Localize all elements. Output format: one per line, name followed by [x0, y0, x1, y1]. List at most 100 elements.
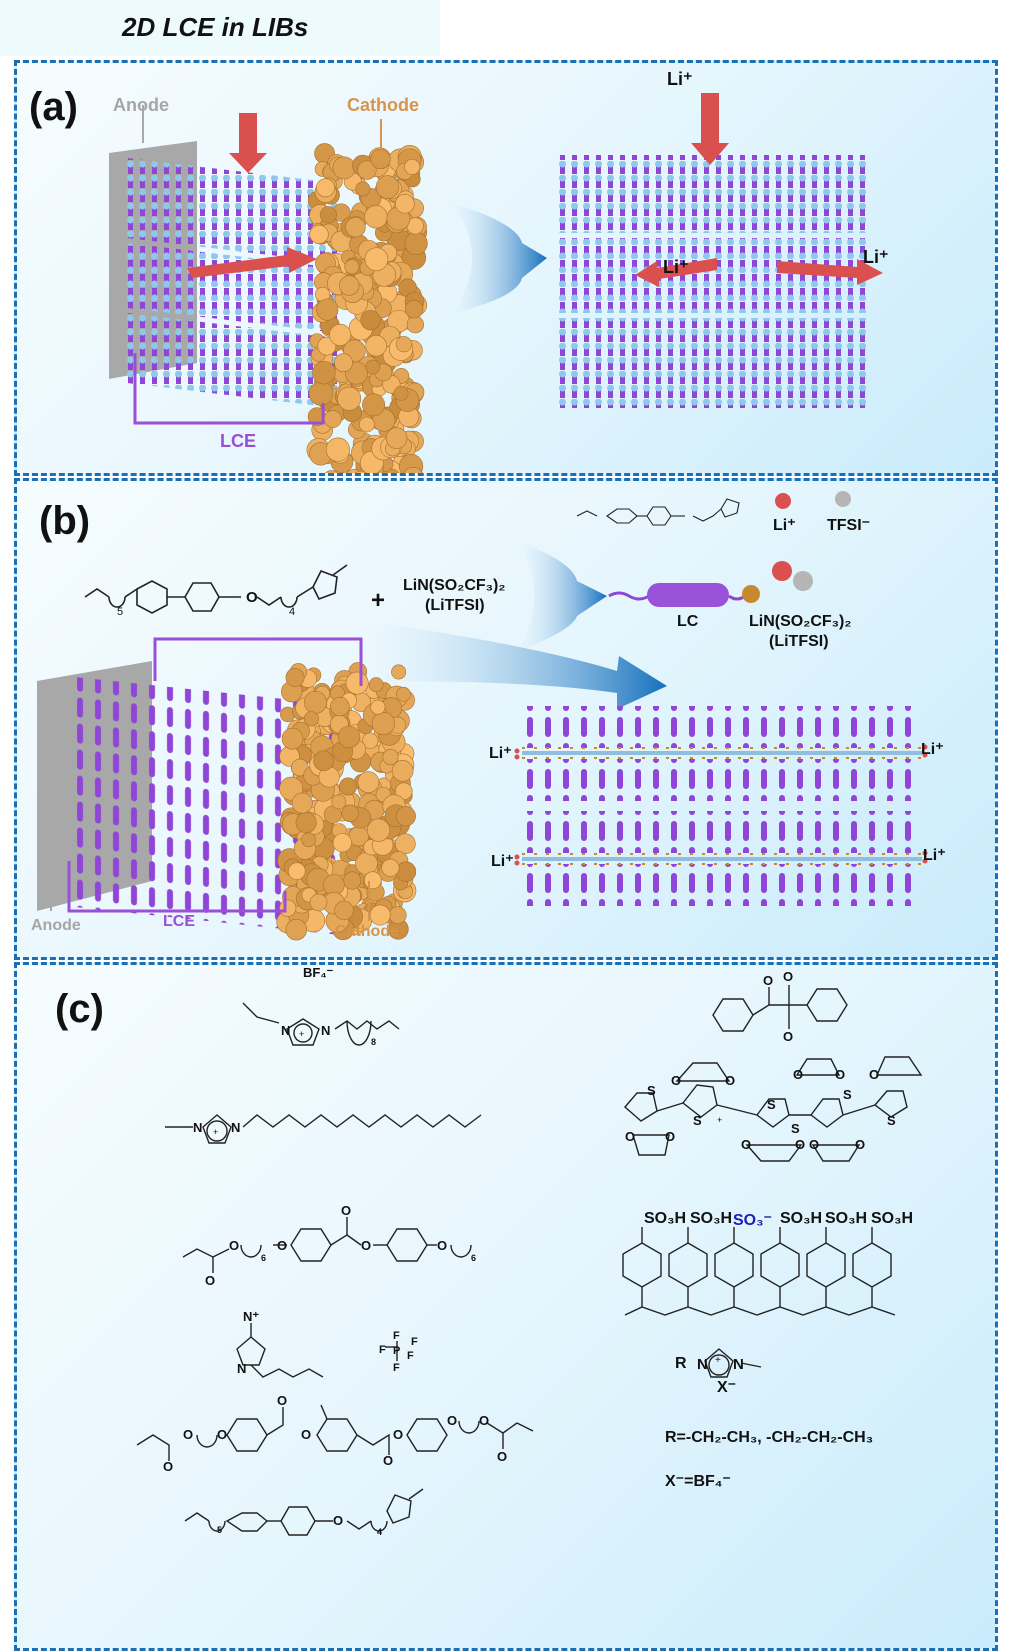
atom-o: O: [183, 1427, 193, 1442]
cathode-particle: [312, 360, 336, 385]
salt-tfsi-marker: [793, 571, 813, 591]
cathode-particle: [295, 812, 317, 834]
cathode-particle: [308, 381, 334, 406]
cathode-particle: [279, 899, 297, 917]
subscript-6: 6: [261, 1253, 266, 1263]
cathode-particle: [285, 668, 305, 687]
cathode-particle: [357, 771, 380, 793]
li-ion-label-right: Li⁺: [863, 247, 889, 267]
cathode-particle: [404, 158, 421, 175]
atom-o: O: [741, 1137, 751, 1152]
cathode-particle: [301, 832, 316, 848]
atom-o: O: [479, 1413, 489, 1428]
atom-o: O: [497, 1449, 507, 1464]
atom-f: F: [411, 1336, 418, 1348]
cathode-label: Cathode: [335, 923, 399, 940]
cathode-particle: [366, 818, 391, 842]
cathode-particle: [382, 748, 399, 766]
benzene-ring: [668, 1242, 708, 1288]
benzene-ring: [714, 1242, 754, 1288]
li-arrow-right: [777, 259, 883, 285]
so3h-label: SO₃H: [825, 1210, 868, 1227]
cathode-particle: [394, 833, 416, 855]
cathode-particle: [344, 259, 360, 275]
atom-f: F: [407, 1350, 414, 1362]
cathode-particle: [291, 792, 313, 814]
oxygen-atom: O: [246, 589, 258, 606]
cathode-particle: [332, 156, 356, 180]
atom-o: O: [763, 973, 773, 988]
cathode-particle: [360, 310, 381, 331]
cathode-particle: [361, 732, 379, 749]
cathode-particle: [364, 247, 389, 271]
so3h-label: SO₃H: [644, 1210, 687, 1227]
cathode-particle: [404, 299, 424, 319]
atom-o: O: [671, 1073, 681, 1088]
legend-salt-formula: LiN(SO₂CF₃)₂: [749, 613, 852, 630]
panel-label-a: (a): [29, 85, 78, 129]
cathode-particle: [319, 206, 337, 224]
atom-s: S: [791, 1121, 800, 1136]
cathode-particle: [364, 205, 388, 229]
lce-bracket: [133, 353, 325, 425]
lc-schematic-tail: [608, 591, 650, 601]
atom-o: O: [341, 1203, 351, 1218]
cathode-particle: [403, 467, 423, 473]
cathode-particle: [365, 359, 381, 375]
lc-molecule-structure-large: [84, 564, 348, 614]
cathode-particle: [381, 858, 400, 877]
cathode-particle: [325, 437, 351, 462]
cathode-particle: [337, 386, 362, 411]
cathode-particle: [345, 217, 366, 238]
atom-s: S: [887, 1113, 896, 1128]
cathode-particles: [276, 662, 417, 941]
cathode-particle: [343, 871, 362, 890]
li-ion-label-top: Li⁺: [667, 69, 693, 89]
atom-n: N: [697, 1356, 708, 1373]
li-arrow-down: [229, 113, 267, 173]
charge-plus: +: [299, 1029, 304, 1039]
atom-o: O: [163, 1459, 173, 1474]
atom-f: F: [393, 1330, 400, 1342]
bf4-anion: BF₄⁻: [303, 965, 334, 980]
atom-o: O: [809, 1137, 819, 1152]
cathode-particle: [406, 315, 425, 334]
transition-arrow: [452, 203, 547, 313]
benzene-ring: [622, 1242, 662, 1288]
benzene-ring: [760, 1242, 800, 1288]
cathode-particle: [393, 385, 409, 401]
salt-name: (LiTFSI): [425, 597, 485, 614]
salt-li-marker: [772, 561, 792, 581]
cathode-particle: [362, 393, 386, 417]
cathode-particle: [332, 833, 352, 853]
cathode-particle: [339, 777, 358, 796]
atom-n-plus: N⁺: [243, 1309, 259, 1324]
benzene-ring: [852, 1242, 892, 1288]
atom-o: O: [333, 1513, 343, 1528]
li-arrow-left: [635, 258, 717, 287]
lc-schematic-rod: [647, 583, 729, 607]
li-label-right-1: Li⁺: [921, 741, 944, 758]
cathode-particle: [337, 725, 361, 749]
cathode-particle: [354, 470, 367, 473]
legend-lc-label: LC: [677, 613, 699, 630]
cathode-particle: [324, 470, 339, 473]
cathode-particle: [329, 323, 352, 346]
cathode-particle: [309, 893, 328, 912]
cathode-particle: [339, 275, 360, 296]
plus-sign: +: [371, 587, 386, 614]
so3h-label: SO₃H: [871, 1210, 914, 1227]
atom-o: O: [835, 1067, 845, 1082]
li-arrow-down-right: [691, 93, 729, 165]
subscript-5: 5: [217, 1525, 222, 1535]
cathode-particle: [281, 727, 304, 750]
cathode-particle: [355, 181, 371, 197]
panel-label-c: (c): [55, 987, 104, 1031]
atom-s: S: [693, 1113, 702, 1128]
lce-label: LCE: [220, 431, 256, 451]
atom-n: N: [321, 1023, 330, 1038]
atom-n: N: [733, 1356, 744, 1373]
atom-o: O: [393, 1427, 403, 1442]
x-anion-label: X⁻: [717, 1379, 737, 1396]
atom-o: O: [383, 1453, 393, 1468]
